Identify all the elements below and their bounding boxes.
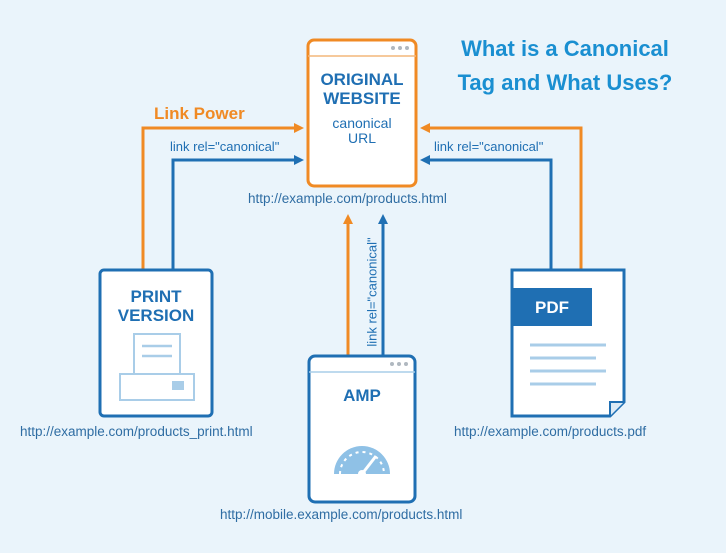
pdf-canonical-arrow [420,155,553,270]
pdf-document-icon [530,343,606,386]
title-line-2: Tag and What Uses? [457,70,673,95]
speedometer-icon [334,446,390,478]
print-version-title: PRINT VERSION [117,287,195,325]
diagram-title: What is a Canonical Tag and What Uses? [420,32,710,100]
print-canonical-arrow [171,155,304,270]
pdf-title: PDF [535,298,569,317]
pdf-link-power-arrow [420,123,583,270]
original-url: http://example.com/products.html [248,191,447,206]
title-line-1: What is a Canonical [461,36,669,61]
amp-node [307,354,417,504]
original-website-node [306,38,418,188]
original-website-title: ORIGINAL WEBSITE [320,70,404,108]
pdf-url: http://example.com/products.pdf [454,424,647,439]
canonical-url-label: canonical URL [332,115,392,146]
printer-icon [119,333,195,401]
link-power-label: Link Power [154,104,245,123]
rel-canonical-label-right: link rel="canonical" [434,139,544,154]
amp-url: http://mobile.example.com/products.html [220,507,463,522]
print-link-power-arrow [141,123,304,270]
print-url: http://example.com/products_print.html [20,424,253,439]
pdf-node [510,268,626,418]
amp-title: AMP [343,386,381,405]
rel-canonical-label-left: link rel="canonical" [170,139,280,154]
